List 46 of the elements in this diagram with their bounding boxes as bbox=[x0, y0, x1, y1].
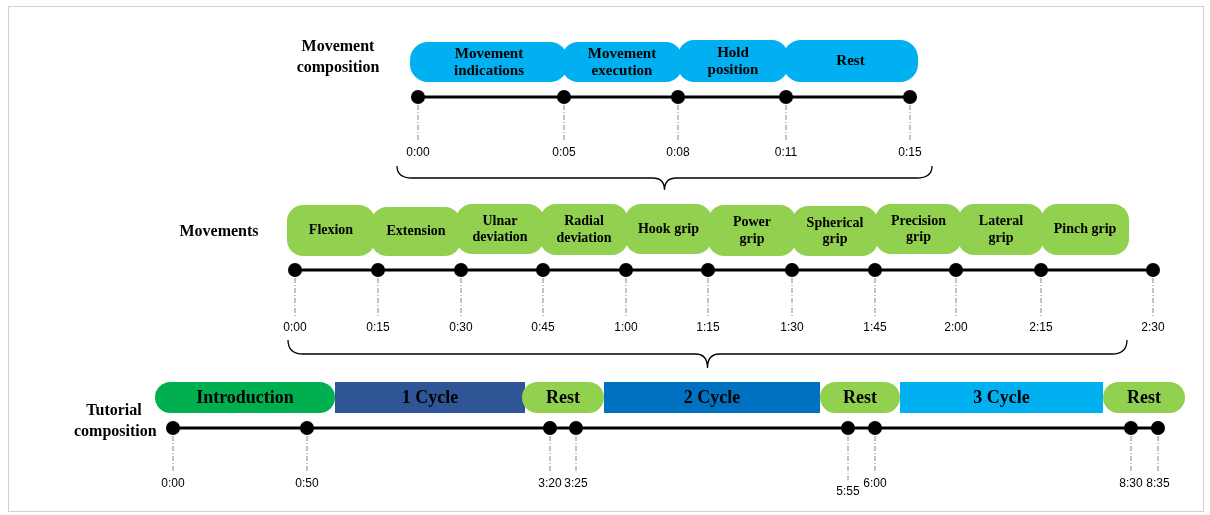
time-label: 0:30 bbox=[449, 320, 473, 334]
time-label: 0:08 bbox=[666, 145, 690, 159]
phase-segment: Pinch grip bbox=[1041, 204, 1129, 255]
time-label: 1:15 bbox=[696, 320, 720, 334]
phase-segment: Ulnar deviation bbox=[456, 204, 544, 254]
phase-band: 3 Cycle bbox=[900, 382, 1103, 413]
time-label: 2:00 bbox=[944, 320, 968, 334]
row-heading: Movements bbox=[178, 221, 260, 241]
phase-segment: Flexion bbox=[287, 205, 375, 256]
phase-segment: Power grip bbox=[708, 205, 796, 256]
phase-segment: Introduction bbox=[155, 382, 335, 413]
phase-band: 1 Cycle bbox=[335, 382, 525, 413]
time-label: 0:50 bbox=[295, 476, 319, 490]
time-label: 2:30 bbox=[1141, 320, 1165, 334]
time-label: 5:55 bbox=[836, 484, 860, 498]
phase-segment: Radial deviation bbox=[540, 204, 628, 255]
row-heading: Movement composition bbox=[295, 36, 381, 78]
time-label: 0:05 bbox=[552, 145, 576, 159]
phase-segment: Rest bbox=[1103, 382, 1185, 413]
time-label: 0:45 bbox=[531, 320, 555, 334]
time-label: 3:25 bbox=[564, 476, 588, 490]
time-label: 1:00 bbox=[614, 320, 638, 334]
phase-segment: Rest bbox=[820, 382, 900, 413]
time-label: 8:35 bbox=[1146, 476, 1170, 490]
phase-segment: Movement execution bbox=[562, 42, 682, 82]
phase-segment: Hold position bbox=[678, 40, 788, 82]
time-label: 1:30 bbox=[780, 320, 804, 334]
phase-segment: Spherical grip bbox=[792, 206, 878, 256]
phase-segment: Precision grip bbox=[875, 204, 962, 254]
time-label: 3:20 bbox=[538, 476, 562, 490]
phase-band: 2 Cycle bbox=[604, 382, 820, 413]
phase-segment: Hook grip bbox=[625, 204, 712, 254]
time-label: 2:15 bbox=[1029, 320, 1053, 334]
time-label: 0:00 bbox=[406, 145, 430, 159]
time-label: 0:00 bbox=[161, 476, 185, 490]
phase-segment: Rest bbox=[522, 382, 604, 413]
time-label: 6:00 bbox=[863, 476, 887, 490]
time-label: 0:11 bbox=[774, 145, 798, 159]
time-label: 8:30 bbox=[1119, 476, 1143, 490]
time-label: 0:15 bbox=[898, 145, 922, 159]
time-label: 1:45 bbox=[863, 320, 887, 334]
phase-segment: Lateral grip bbox=[958, 204, 1044, 255]
phase-segment: Extension bbox=[371, 207, 461, 256]
time-label: 0:15 bbox=[366, 320, 390, 334]
time-label: 0:00 bbox=[283, 320, 307, 334]
phase-segment: Rest bbox=[783, 40, 918, 82]
